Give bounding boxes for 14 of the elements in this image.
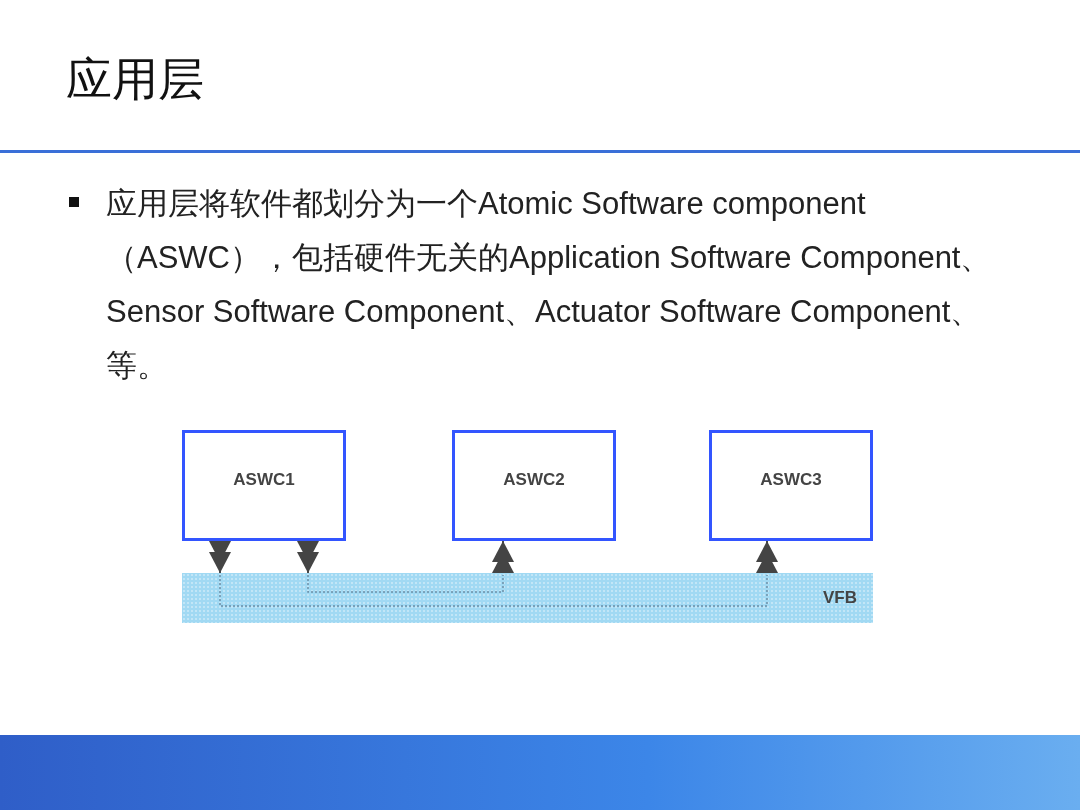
connector-arrow <box>209 540 231 574</box>
bus-band <box>182 573 873 623</box>
component-box <box>182 430 346 541</box>
box-label: ASWC1 <box>233 469 295 490</box>
component-box <box>709 430 873 541</box>
slide-title: 应用层 <box>66 52 204 108</box>
box-label: ASWC2 <box>503 469 565 490</box>
connector-arrow <box>756 540 778 574</box>
box-label: ASWC3 <box>760 469 822 490</box>
connector-arrow <box>492 540 514 574</box>
box-label: VFB <box>823 588 857 608</box>
connector-arrow <box>297 540 319 574</box>
bullet-text: 应用层将软件都划分为一个Atomic Software component（ASWC），包括硬件无关的Application Software Component、Sensor Software Component、Actuator Software Component、等。 <box>106 185 993 385</box>
component-box <box>452 430 616 541</box>
